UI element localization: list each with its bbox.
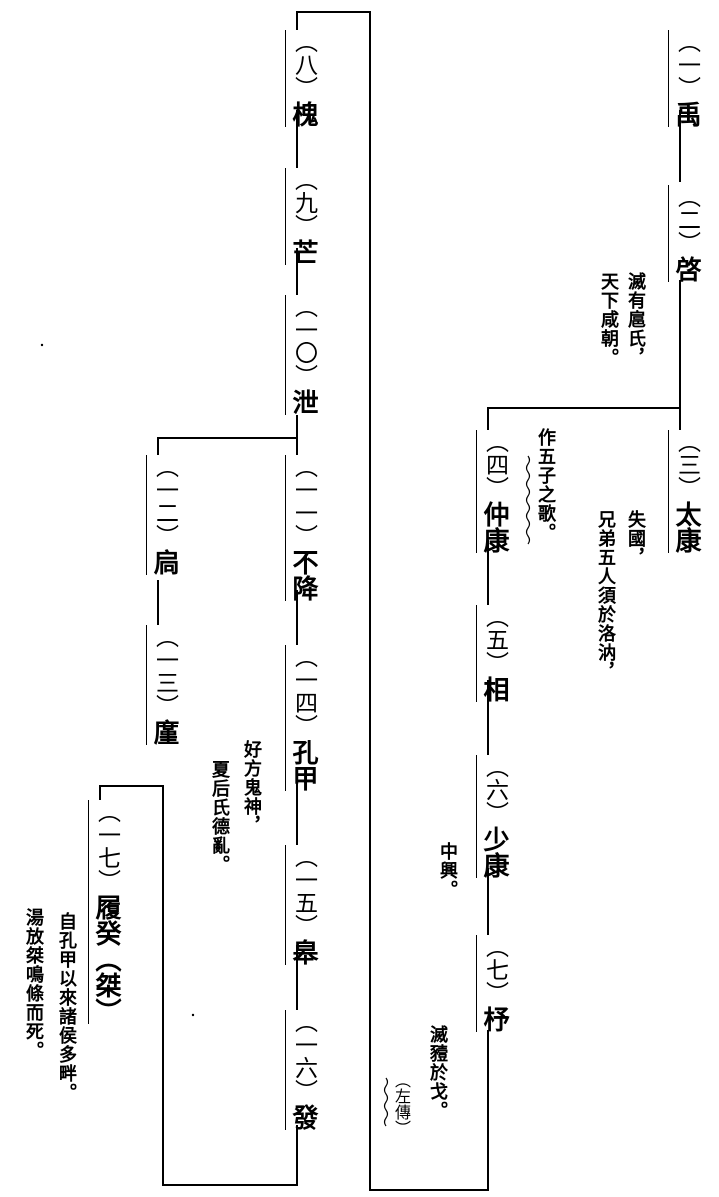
ruler-name: 芒 [288, 239, 318, 265]
note-shaokang: 中興。 [437, 842, 458, 899]
ruler-name: 啓 [671, 256, 701, 282]
ruler-number: （四） [481, 430, 508, 499]
ruler-2-qi: （二） 啓 [668, 185, 701, 282]
ruler-7-zhu: （七） 杼 [476, 935, 509, 1032]
ruler-number: （一五） [290, 845, 317, 937]
ruler-12-jiong: （一二） 扃 [146, 455, 179, 575]
ruler-10-xie: （一〇） 泄 [285, 295, 318, 415]
ruler-15-gao: （一五） 皋 [285, 845, 318, 965]
line-zhu-huai [296, 11, 489, 1191]
ruler-14-kongjia: （一四） 孔甲 [285, 645, 318, 791]
ruler-number: （三） [673, 430, 700, 499]
ruler-number: （一〇） [290, 295, 317, 387]
ruler-13-jin: （一三） 廑 [146, 625, 179, 745]
ruler-number: （六） [481, 755, 508, 824]
ruler-name: 泄 [288, 389, 318, 415]
ruler-4-zhongkang: （四） 仲康 [476, 430, 509, 553]
speck [40, 343, 44, 347]
note-kongjia-1: 好方鬼神， [241, 740, 262, 835]
ruler-3-taikang: （三） 太康 [668, 430, 701, 553]
ruler-11-bujiang: （一一） 不降 [285, 455, 318, 601]
ruler-name: 太康 [671, 501, 701, 553]
note-qi-2: 天下咸朝。 [598, 272, 619, 367]
ruler-name: 孔甲 [288, 739, 318, 791]
ruler-9-mang: （九） 芒 [285, 168, 318, 265]
note-taikang-2: 兄弟五人須於洛汭， [595, 510, 616, 681]
book-title-wave-1 [525, 455, 531, 545]
note-zhongkang: 作五子之歌。 [535, 428, 556, 542]
speck [191, 1013, 195, 1017]
ruler-number: （一一） [290, 455, 317, 547]
ruler-number: （一六） [290, 1010, 317, 1102]
ruler-number: （一七） [93, 800, 120, 892]
note-taikang-1: 失國， [625, 510, 646, 567]
ruler-6-shaokang: （六） 少康 [476, 755, 509, 878]
ruler-name: 不降 [288, 549, 318, 601]
ruler-16-fa: （一六） 發 [285, 1010, 318, 1130]
line-branch-jiong [157, 437, 297, 455]
ruler-1-yu: （一） 禹 [668, 30, 701, 127]
ruler-name: 禹 [671, 101, 701, 127]
ruler-name: 扃 [149, 549, 179, 575]
note-kongjia-2: 夏后氏德亂。 [209, 760, 230, 874]
ruler-number: （一四） [290, 645, 317, 737]
ruler-8-huai: （八） 槐 [285, 30, 318, 127]
ruler-name: 相 [479, 676, 509, 702]
ruler-name: 廑 [149, 719, 179, 745]
line-branch-zhongkang [487, 407, 680, 430]
ruler-name: 杼 [479, 1006, 509, 1032]
ruler-name: 履癸（桀） [91, 894, 121, 1024]
ruler-5-xiang: （五） 相 [476, 605, 509, 702]
ruler-17-lugui-jie: （一七） 履癸（桀） [88, 800, 121, 1024]
ruler-number: （一二） [151, 455, 178, 547]
note-jie-2: 湯放桀鳴條而死。 [23, 908, 44, 1060]
ruler-number: （二） [673, 185, 700, 254]
ruler-name: 仲康 [479, 501, 509, 553]
note-zhu: 滅豷於戈。 [427, 1025, 448, 1120]
ruler-name: 少康 [479, 826, 509, 878]
ruler-number: （五） [481, 605, 508, 674]
book-title-wave-2 [383, 1077, 389, 1127]
note-zhu-source: （左傳） [392, 1072, 411, 1136]
ruler-name: 皋 [288, 939, 318, 965]
line-fa-jie [99, 785, 298, 1186]
ruler-name: 槐 [288, 101, 318, 127]
ruler-number: （七） [481, 935, 508, 1004]
ruler-number: （一三） [151, 625, 178, 717]
note-jie-1: 自孔甲以來諸侯多畔。 [56, 912, 77, 1102]
ruler-number: （八） [290, 30, 317, 99]
ruler-number: （九） [290, 168, 317, 237]
ruler-name: 發 [288, 1104, 318, 1130]
ruler-number: （一） [673, 30, 700, 99]
note-qi-1: 滅有扈氏， [625, 272, 646, 367]
